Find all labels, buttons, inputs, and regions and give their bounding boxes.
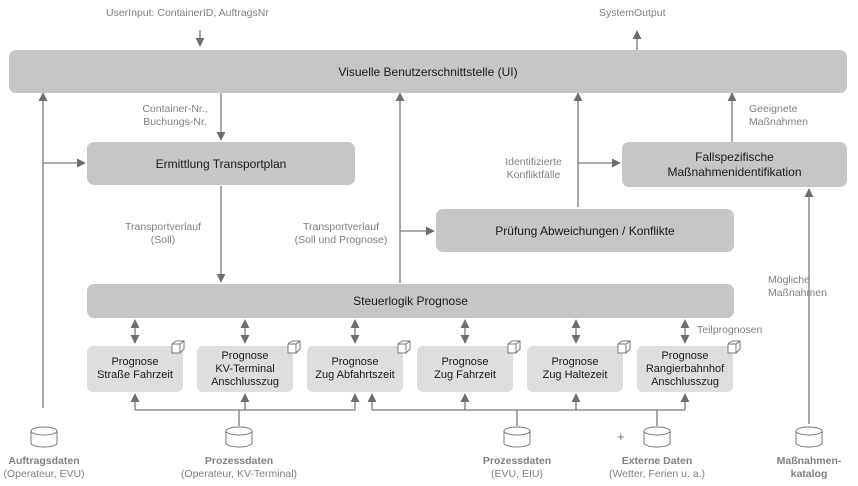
db-label-externe-daten: Externe Daten(Wetter, Ferien u. a.) [608, 455, 706, 480]
transport-plan-box: Ermittlung Transportplan [87, 142, 355, 185]
database-icon [643, 426, 671, 448]
db-label-auftragsdaten: Auftragsdaten(Operateur, EVU) [3, 455, 85, 480]
system-output-label: SystemOutput [599, 7, 666, 19]
cube-icon [727, 340, 741, 354]
database-icon [503, 426, 531, 448]
cube-icon [617, 340, 631, 354]
cube-icon [171, 340, 185, 354]
db-label-massnahmenkatalog: Maßnahmen-katalog [776, 455, 842, 480]
conflict-check-box: Prüfung Abweichungen / Konflikte [436, 209, 734, 252]
cube-icon [507, 340, 521, 354]
plus-sign: + [617, 429, 625, 444]
db-label-prozessdaten-evu: Prozessdaten(EVU, EIU) [482, 455, 552, 480]
db-label-prozessdaten-operateur: Prozessdaten(Operateur, KV-Terminal) [180, 455, 298, 480]
cube-icon [287, 340, 301, 354]
cube-icon [397, 340, 411, 354]
database-icon [30, 426, 58, 448]
transport-soll-prognose-label: Transportverlauf(Soll und Prognose) [294, 221, 388, 246]
database-icon [225, 426, 253, 448]
transport-soll-label: Transportverlauf(Soll) [124, 221, 202, 246]
container-nr-label: Container-Nr.,Buchungs-Nr. [142, 103, 208, 128]
user-input-label: UserInput: ContainerID, AuftragsNr [106, 7, 269, 19]
control-logic-box: Steuerlogik Prognose [87, 284, 734, 318]
partial-forecasts-label: Teilprognosen [697, 324, 763, 336]
ui-box: Visuelle Benutzerschnittstelle (UI) [9, 50, 847, 93]
database-icon [795, 426, 823, 448]
